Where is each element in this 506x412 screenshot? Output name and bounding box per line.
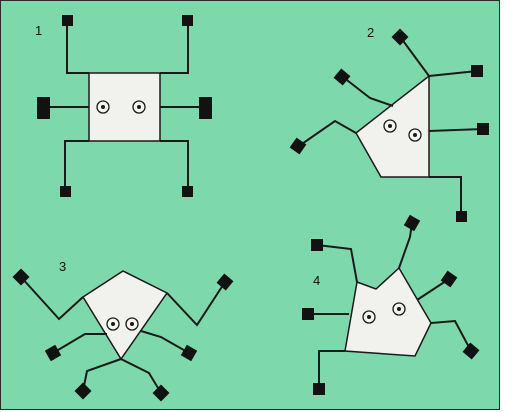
figure-2-leg (298, 119, 357, 147)
figure-1-foot (60, 186, 71, 197)
figure-2-leg (428, 128, 484, 132)
figure-1-foot (182, 186, 193, 197)
figure-1-pupil (137, 105, 141, 109)
figure-label-2: 2 (367, 25, 374, 40)
figure-1-feet (37, 15, 212, 197)
figure-3-feet (12, 268, 234, 402)
figure-2-leg (429, 176, 462, 214)
figure-1-eyes (96, 100, 146, 114)
figure-3-leg (52, 333, 107, 354)
figure-3-foot (180, 344, 198, 362)
figure-4-foot (462, 342, 480, 360)
figure-2-leg (428, 70, 478, 77)
figure-2-pupil (388, 124, 392, 128)
figure-3-pupil (111, 322, 115, 326)
figure-1-legs (45, 21, 203, 189)
figure-3-leg (20, 276, 84, 321)
figure-label-4: 4 (313, 273, 320, 288)
figure-2-foot (333, 68, 351, 86)
figure-3-foot (44, 344, 62, 362)
figure-4-foot (403, 214, 421, 232)
figure-3-foot (152, 384, 170, 402)
figure-4-foot (313, 383, 325, 395)
figure-1-leg (160, 140, 189, 189)
figure-2: 2 (289, 25, 489, 222)
figure-4-eyes (362, 302, 406, 324)
figure-2-eyes (383, 119, 422, 142)
figure-2-legs (298, 37, 484, 214)
figure-3-pupil (130, 322, 134, 326)
figure-4-foot (440, 270, 458, 288)
figure-1-foot (182, 15, 193, 26)
figure-4-foot (302, 308, 314, 320)
figure-label-1: 1 (35, 23, 42, 38)
figure-2-foot (471, 65, 483, 77)
figure-4-foot (311, 239, 323, 251)
figure-3-leg (82, 358, 122, 392)
figure-4-leg (318, 350, 345, 387)
figure-1-leg (160, 21, 189, 74)
figure-4-feet (302, 214, 480, 395)
figure-3-eyes (106, 317, 139, 331)
figure-4: 4 (302, 214, 480, 395)
figure-label-3: 3 (59, 259, 66, 274)
figure-2-foot (456, 211, 467, 222)
figure-3-body (81, 270, 169, 361)
figure-4-body (344, 266, 432, 357)
figure-2-leg (400, 37, 430, 77)
figure-4-leg (316, 244, 358, 283)
figure-3: 3 (12, 259, 234, 402)
figure-2-pupil (413, 133, 417, 137)
figure-3-foot (74, 382, 92, 400)
figure-3-leg (140, 330, 190, 354)
figure-3-foot (216, 273, 234, 291)
figure-3-leg (166, 281, 226, 327)
figure-3-leg (120, 358, 162, 394)
figure-2-leg (342, 76, 394, 107)
figure-2-foot (391, 28, 409, 46)
figure-4-pupil (397, 307, 401, 311)
figure-1-leg (66, 21, 89, 74)
figure-1-pupil (101, 105, 105, 109)
figure-2-foot (289, 137, 307, 155)
figure-2-foot (477, 123, 489, 135)
figure-4-pupil (367, 315, 371, 319)
figure-1-foot (37, 97, 50, 119)
figure-1-leg (64, 140, 89, 189)
figure-1: 1 (35, 15, 212, 197)
figure-4-leg (430, 319, 472, 352)
figure-4-leg (398, 222, 413, 269)
figure-1-foot (199, 97, 212, 119)
figure-1-foot (62, 15, 73, 26)
